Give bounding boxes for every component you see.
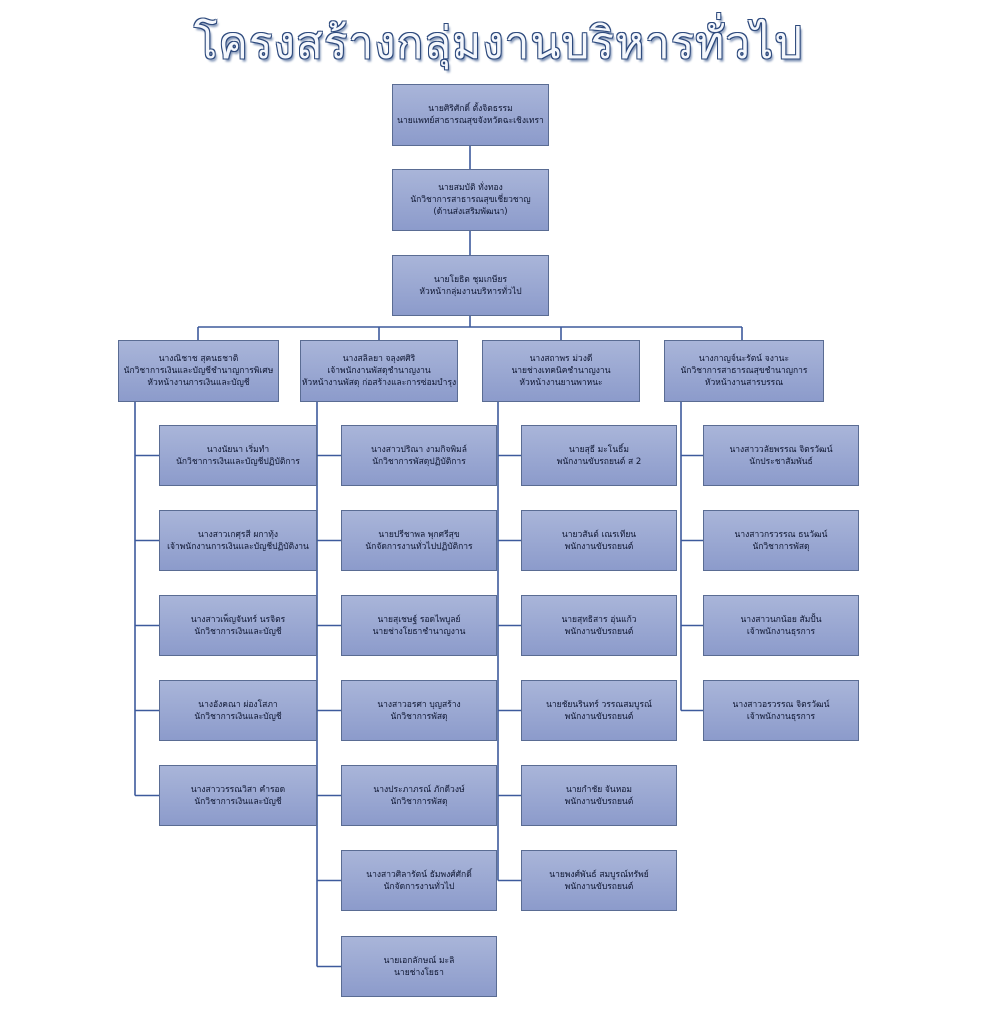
leader-box-2: นายสมบัติ ทั่งทองนักวิชาการสาธารณสุขเชี่… [392,169,549,231]
box-name: นายวสันต์ เณรเทียน [561,529,637,540]
section-head-3: นางสถาพร ม่วงดีนายช่างเทคนิคชำนาญงานหัวห… [482,340,640,402]
box-role: นักจัดการงานทั่วไป [383,881,455,892]
box-role: นักวิชาการเงินและบัญชี [194,626,282,637]
staff-box: นายเอกลักษณ์ มะลินายช่างโยธา [341,936,497,997]
box-name: นางสาวปริณา งามกิจพิมล์ [371,444,467,455]
box-role: นักวิชาการเงินและบัญชี [194,711,282,722]
box-name: นายศิริศักดิ์ ตั้งจิตธรรม [428,104,513,114]
box-role: นักจัดการงานทั่วไปปฏิบัติการ [365,541,473,552]
staff-box: นางนัยนา เริ่มทำนักวิชาการเงินและบัญชีปฏ… [159,425,317,486]
staff-box: นางสาวศิลารัตน์ ธัมพงศ์ศักดิ์นักจัดการงา… [341,850,497,911]
section-head-4: นางกาญจ์นะรัตน์ จงานะนักวิชาการสาธารณสุข… [664,340,824,402]
box-role2: หัวหน้างานสารบรรณ [704,378,784,388]
box-role: นักวิชาการพัสดุ [752,541,810,552]
box-name: นางสาวกรวรรณ ธนวัฒน์ [734,529,828,540]
section-head-2: นางสลิลยา จลุงศศิริเจ้าพนักงานพัสดุชำนาญ… [300,340,458,402]
staff-box: นางสาวกรวรรณ ธนวัฒน์นักวิชาการพัสดุ [703,510,859,571]
staff-box: นายปรีชาพล พุกศรีสุขนักจัดการงานทั่วไปปฏ… [341,510,497,571]
box-role: เจ้าพนักงานพัสดุชำนาญงาน [327,366,431,376]
box-role: นักประชาสัมพันธ์ [749,456,813,467]
leader-box-1: นายศิริศักดิ์ ตั้งจิตธรรมนายแพทย์สาธารณส… [392,84,549,146]
staff-box: นางสาววรรณวิสา คำรอดนักวิชาการเงินและบัญ… [159,765,317,826]
box-role: นักวิชาการพัสดุ [390,796,448,807]
box-name: นางประภาภรณ์ ภักดีวงษ์ [373,784,465,795]
box-name: นางสถาพร ม่วงดี [529,354,593,364]
box-role: นายช่างโยธา [394,967,444,978]
box-name: นางสาวนกน้อย สัมปั้น [740,614,822,625]
box-name: นายสมบัติ ทั่งทอง [438,183,503,193]
box-name: นายสุเชษฐ์ รอดไพบูลย์ [377,614,461,625]
box-role: นักวิชาการสาธารณสุขชำนาญการ [680,366,808,376]
box-name: นางสาววลัยพรรณ จิตรวัฒน์ [729,444,833,455]
box-role: พนักงานขับรถยนต์ [564,711,634,722]
box-name: นางสาวเพ็ญจันทร์ นรจิตร [190,614,286,625]
box-role2: หัวหน้างานการเงินและบัญชี [147,378,250,388]
staff-box: นายกำชัย จันหอมพนักงานขับรถยนต์ [521,765,677,826]
box-role: หัวหน้ากลุ่มงานบริหารทั่วไป [419,286,522,297]
box-name: นายชัยนรินทร์ วรรณสมบูรณ์ [546,699,652,710]
box-name: นางสาวเกศุรสี ผกาทุ้ง [197,529,279,540]
box-name: นางสลิลยา จลุงศศิริ [342,354,416,364]
staff-box: นางประภาภรณ์ ภักดีวงษ์นักวิชาการพัสดุ [341,765,497,826]
box-role: พนักงานขับรถยนต์ [564,796,634,807]
box-name: นายเอกลักษณ์ มะลิ [383,955,455,966]
section-head-1: นางณิชาช สุคนธชาตินักวิชาการเงินและบัญชี… [118,340,279,402]
box-name: นางณิชาช สุคนธชาติ [158,354,239,364]
box-role: พนักงานขับรถยนต์ ส 2 [556,456,642,467]
box-role: นักวิชาการพัสดุ [390,711,448,722]
staff-box: นางอังคณา ผ่องโสภานักวิชาการเงินและบัญชี [159,680,317,741]
box-role2: หัวหน้างานพัสดุ ก่อสร้างและการซ่อมบำรุง [301,378,457,388]
box-role: นายช่างเทคนิคชำนาญงาน [511,366,611,376]
box-role2: หัวหน้างานยานพาหนะ [519,378,603,388]
box-name: นางสาวอรวรรณ จิตรวัฒน์ [732,699,830,710]
box-name: นางนัยนา เริ่มทำ [206,444,270,455]
staff-box: นางสาวเพ็ญจันทร์ นรจิตรนักวิชาการเงินและ… [159,595,317,656]
box-name: นางอังคณา ผ่องโสภา [198,699,278,710]
staff-box: นายวสันต์ เณรเทียนพนักงานขับรถยนต์ [521,510,677,571]
box-role2: (ด้านส่งเสริมพัฒนา) [433,207,508,217]
staff-box: นายสุธี มะโนธิ์มพนักงานขับรถยนต์ ส 2 [521,425,677,486]
staff-box: นางสาวอรวรรณ จิตรวัฒน์เจ้าพนักงานธุรการ [703,680,859,741]
box-name: นางสาวอรศา บุญสร้าง [377,699,461,710]
box-name: นายพงศ์พันธ์ สมบูรณ์ทรัพย์ [549,869,649,880]
box-name: นางกาญจ์นะรัตน์ จงานะ [698,354,790,364]
box-name: นายปรีชาพล พุกศรีสุข [378,529,460,540]
box-role: พนักงานขับรถยนต์ [564,881,634,892]
staff-box: นางสาววลัยพรรณ จิตรวัฒน์นักประชาสัมพันธ์ [703,425,859,486]
box-role: นักวิชาการพัสดุปฏิบัติการ [372,456,466,467]
staff-box: นางสาวเกศุรสี ผกาทุ้งเจ้าพนักงานการเงินแ… [159,510,317,571]
staff-box: นายชัยนรินทร์ วรรณสมบูรณ์พนักงานขับรถยนต… [521,680,677,741]
leader-box-3: นายโยธิต ชุมเกษียรหัวหน้ากลุ่มงานบริหารท… [392,255,549,316]
staff-box: นายสุทธิสาร อุ่นแก้วพนักงานขับรถยนต์ [521,595,677,656]
staff-box: นางสาวปริณา งามกิจพิมล์นักวิชาการพัสดุปฏ… [341,425,497,486]
box-role: เจ้าพนักงานธุรการ [746,711,816,722]
page-title: โครงสร้างกลุ่มงานบริหารทั่วไป [193,18,804,69]
box-role: เจ้าพนักงานการเงินและบัญชีปฏิบัติงาน [167,541,309,552]
box-role: พนักงานขับรถยนต์ [564,626,634,637]
box-role: พนักงานขับรถยนต์ [564,541,634,552]
box-role: เจ้าพนักงานธุรการ [746,626,816,637]
box-name: นายสุทธิสาร อุ่นแก้ว [561,614,637,625]
box-role: นักวิชาการเงินและบัญชี [194,796,282,807]
staff-box: นายพงศ์พันธ์ สมบูรณ์ทรัพย์พนักงานขับรถยน… [521,850,677,911]
box-name: นางสาวศิลารัตน์ ธัมพงศ์ศักดิ์ [366,869,472,880]
staff-box: นางสาวอรศา บุญสร้างนักวิชาการพัสดุ [341,680,497,741]
box-name: นายกำชัย จันหอม [565,784,633,795]
box-name: นายสุธี มะโนธิ์ม [569,444,629,455]
box-role: นักวิชาการเงินและบัญชีปฏิบัติการ [176,456,300,467]
box-name: นายโยธิต ชุมเกษียร [433,274,508,285]
staff-box: นายสุเชษฐ์ รอดไพบูลย์นายช่างโยธาชำนาญงาน [341,595,497,656]
staff-box: นางสาวนกน้อย สัมปั้นเจ้าพนักงานธุรการ [703,595,859,656]
box-name: นางสาววรรณวิสา คำรอด [190,784,286,795]
box-role: นายช่างโยธาชำนาญงาน [372,626,466,637]
box-role: นักวิชาการเงินและบัญชีชำนาญการพิเศษ [123,366,274,376]
box-role: นายแพทย์สาธารณสุขจังหวัดฉะเชิงเทรา [397,116,544,126]
box-role: นักวิชาการสาธารณสุขเชี่ยวชาญ [410,195,531,205]
